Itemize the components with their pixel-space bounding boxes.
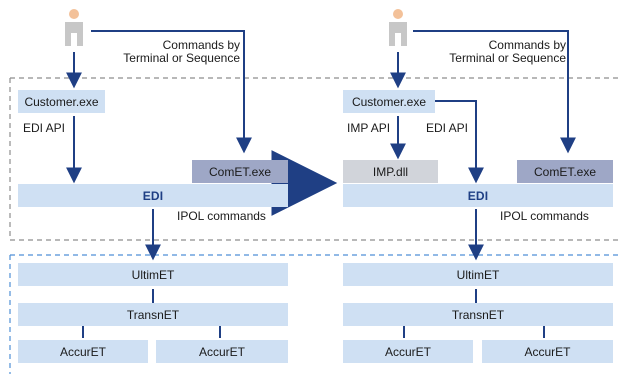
right-accuret-left-label: AccurET xyxy=(384,344,431,359)
right-ultimet-label: UltimET xyxy=(456,267,500,282)
right-customer-exe-label: Customer.exe xyxy=(351,94,427,109)
left-accuret-right-box: AccurET xyxy=(156,340,288,363)
left-accuret-right-label: AccurET xyxy=(198,344,245,359)
right-accuret-right-box: AccurET xyxy=(482,340,613,363)
left-commands-label: Commands by Terminal or Sequence xyxy=(102,38,240,66)
right-comet-exe-box: ComET.exe xyxy=(517,160,613,183)
right-ipol-commands-label: IPOL commands xyxy=(500,209,589,223)
right-transnet-label: TransnET xyxy=(451,307,505,322)
left-edi-api-label: EDI API xyxy=(23,121,66,135)
left-ultimet-label: UltimET xyxy=(131,267,175,282)
left-commands-line-1: Commands by xyxy=(162,38,240,52)
right-customer-exe-box: Customer.exe xyxy=(343,90,435,113)
right-commands-line-1: Commands by xyxy=(488,38,566,52)
right-imp-api-label: IMP API xyxy=(347,121,391,135)
right-edi-label: EDI xyxy=(467,188,489,203)
left-accuret-left-box: AccurET xyxy=(18,340,148,363)
right-comet-exe-label: ComET.exe xyxy=(533,164,597,179)
left-ipol-commands-label: IPOL commands xyxy=(177,209,266,223)
left-edi-box: EDI xyxy=(18,184,288,207)
left-comet-exe-label: ComET.exe xyxy=(208,164,272,179)
right-commands-line-2: Terminal or Sequence xyxy=(449,51,566,66)
right-user-icon xyxy=(389,9,407,46)
right-edi-box: EDI xyxy=(343,184,613,207)
right-commands-label: Commands by Terminal or Sequence xyxy=(426,38,566,66)
right-imp-dll-label: IMP.dll xyxy=(372,164,409,179)
left-ultimet-box: UltimET xyxy=(18,263,288,286)
left-commands-line-2: Terminal or Sequence xyxy=(123,51,240,66)
left-customer-exe-label: Customer.exe xyxy=(24,94,99,109)
left-edi-label: EDI xyxy=(142,188,164,203)
left-transnet-label: TransnET xyxy=(126,307,180,322)
left-comet-exe-box: ComET.exe xyxy=(192,160,288,183)
right-edi-api-label: EDI API xyxy=(426,121,469,135)
left-transnet-box: TransnET xyxy=(18,303,288,326)
left-command-path-arrow xyxy=(91,30,252,154)
right-accuret-left-box: AccurET xyxy=(343,340,473,363)
left-customer-exe-box: Customer.exe xyxy=(18,90,105,113)
right-command-path-arrow xyxy=(413,30,576,154)
right-customer-to-edi-arrow xyxy=(434,100,484,184)
right-transnet-box: TransnET xyxy=(343,303,613,326)
right-accuret-right-label: AccurET xyxy=(524,344,571,359)
left-accuret-left-label: AccurET xyxy=(59,344,106,359)
left-user-icon xyxy=(65,9,83,46)
right-ultimet-box: UltimET xyxy=(343,263,613,286)
right-imp-dll-box: IMP.dll xyxy=(343,160,438,183)
